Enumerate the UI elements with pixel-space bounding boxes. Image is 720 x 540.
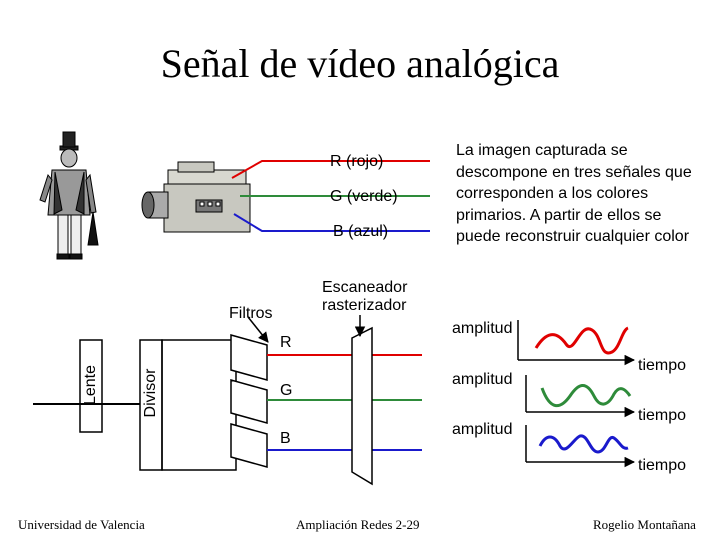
label-channel-r: R	[280, 334, 292, 351]
camera-icon	[141, 161, 251, 233]
escaneador-line1: Escaneador	[322, 279, 408, 296]
tiempo-label-3: tiempo	[638, 457, 687, 474]
label-escaneador: Escaneador rasterizador	[322, 279, 408, 315]
tiempo-label-1: tiempo	[638, 357, 687, 374]
waveform-blue	[538, 434, 629, 454]
slide-title: Señal de vídeo analógica	[160, 41, 560, 86]
label-channel-b: B	[280, 430, 291, 447]
footer-left: Universidad de Valencia	[18, 517, 145, 532]
waveform-red	[534, 326, 629, 355]
label-g-verde: G (verde)	[330, 188, 398, 205]
amplitud-label-2: amplitud	[452, 371, 513, 388]
escaneador-line2: rasterizador	[322, 297, 407, 314]
label-lente: Lente	[82, 364, 99, 406]
waveform-green	[540, 384, 632, 407]
footer-right: Rogelio Montañana	[593, 517, 696, 532]
camera-rgb-outputs	[231, 160, 430, 232]
scanner	[351, 326, 373, 486]
amplitud-label-3: amplitud	[452, 421, 513, 438]
label-channel-g: G	[280, 382, 293, 399]
footer-center: Ampliación Redes 2-29	[296, 517, 420, 532]
filters	[230, 334, 268, 468]
lens-group	[33, 339, 131, 433]
person-icon	[39, 131, 99, 260]
label-r-rojo: R (rojo)	[330, 153, 384, 170]
amplitud-label-1: amplitud	[452, 320, 513, 337]
label-filtros: Filtros	[229, 305, 273, 322]
description-text: La imagen capturada se descompone en tre…	[456, 142, 692, 245]
filtros-pointer	[247, 316, 269, 343]
waveform-axes	[517, 320, 636, 468]
label-divisor: Divisor	[142, 368, 159, 418]
tiempo-label-2: tiempo	[638, 407, 687, 424]
channel-lines	[267, 354, 422, 451]
label-b-azul: B (azul)	[333, 223, 389, 240]
